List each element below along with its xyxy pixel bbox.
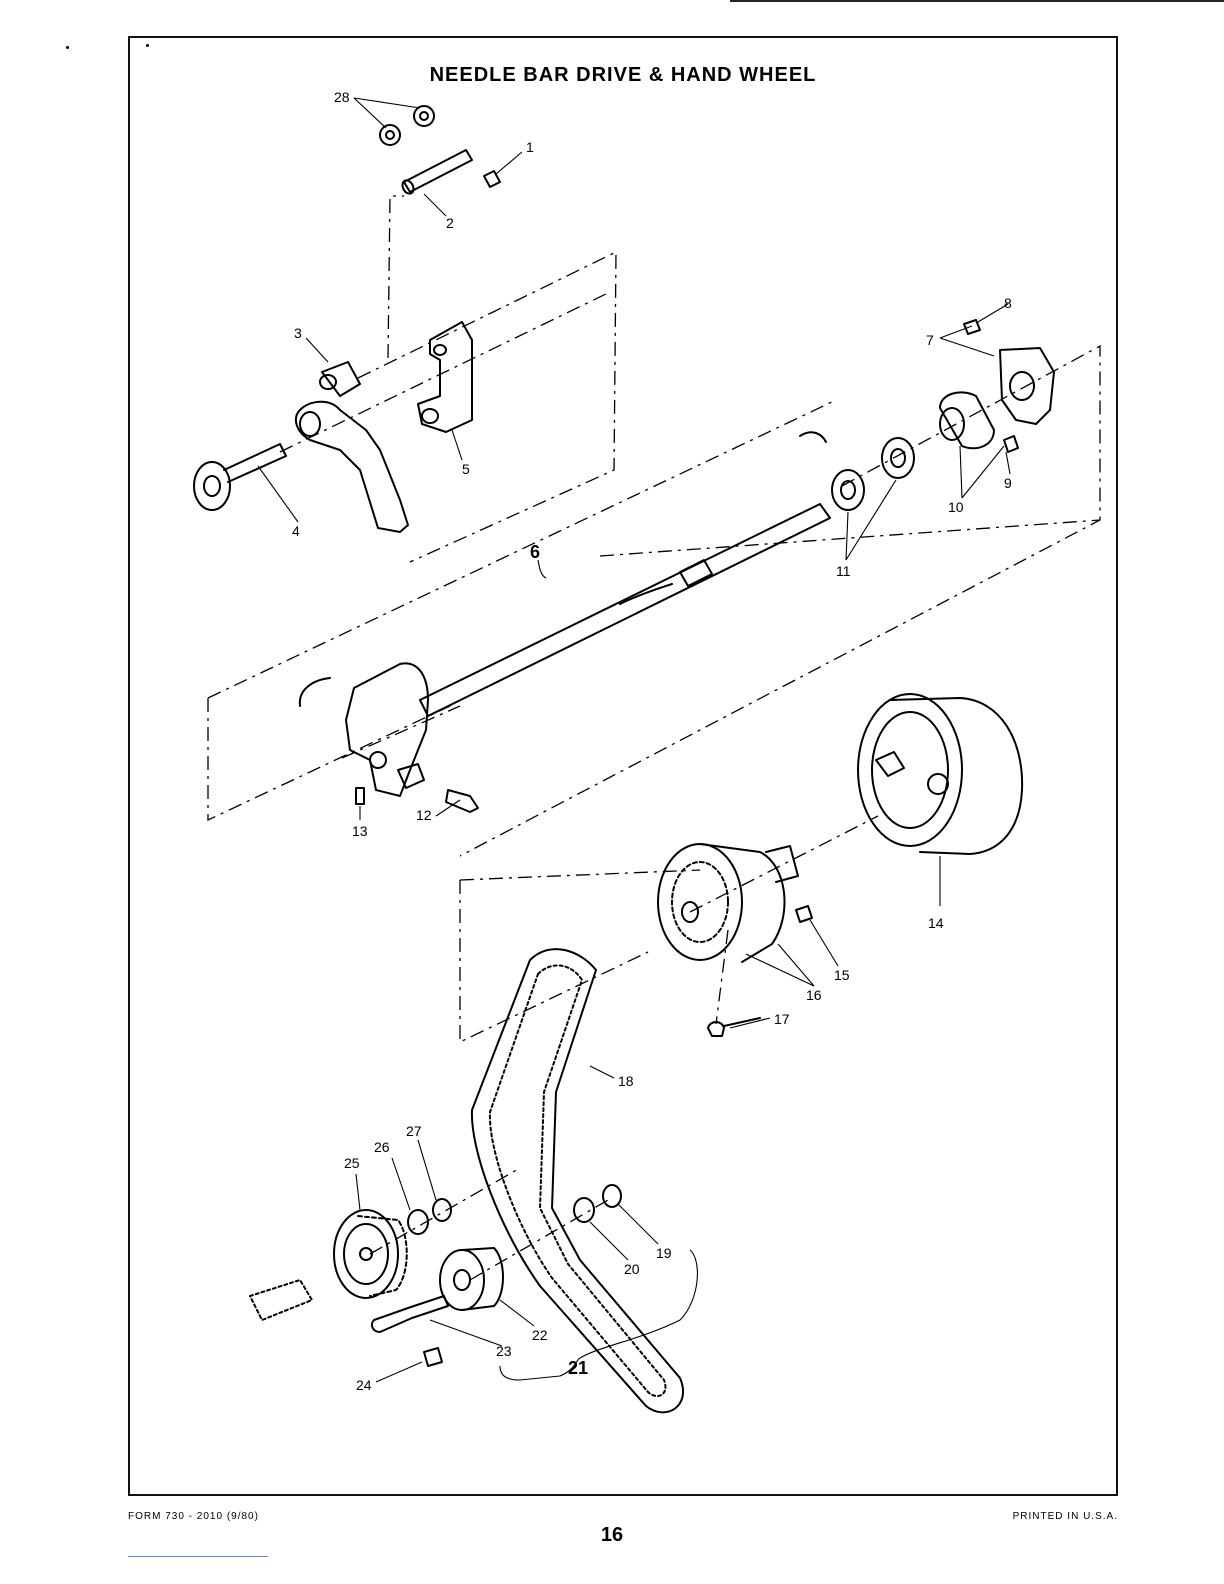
set-screw-part-24: [424, 1348, 442, 1366]
callout-26: 26: [374, 1139, 390, 1155]
callout-13: 13: [352, 823, 368, 839]
stud-part-23: [372, 1296, 448, 1332]
callout-27: 27: [406, 1123, 422, 1139]
stud-part-4: [194, 444, 286, 510]
link-underline: [128, 1556, 268, 1557]
callout-12: 12: [416, 807, 432, 823]
motor-pulley-part-25: [250, 1210, 407, 1320]
callout-4: 4: [292, 523, 300, 539]
callout-23: 23: [496, 1343, 512, 1359]
crank-arm-part-3: [296, 362, 408, 532]
callout-16: 16: [806, 987, 822, 1003]
callout-labels: 1 2 3 4 5 6 7 8 9 10 11 12 13 14 15 16 1…: [292, 89, 1012, 1393]
callout-24: 24: [356, 1377, 372, 1393]
collar-part-10: [940, 392, 1018, 452]
callout-25: 25: [344, 1155, 360, 1171]
washer-part-11: [832, 438, 914, 510]
pin-part-2: [400, 150, 472, 196]
callout-11: 11: [836, 563, 851, 579]
e-ring-part-28: [380, 106, 434, 145]
e-ring-part-27: [433, 1199, 451, 1221]
leader-lines: [258, 98, 1010, 1382]
callout-5: 5: [462, 461, 470, 477]
callout-18: 18: [618, 1073, 634, 1089]
cam-plate-part-7: [964, 320, 1054, 424]
screw-part-12: [446, 790, 478, 812]
set-screw-part-1: [484, 171, 500, 187]
callout-3: 3: [294, 325, 302, 341]
callout-20: 20: [624, 1261, 640, 1277]
printed-in: PRINTED IN U.S.A.: [1013, 1511, 1118, 1522]
callout-9: 9: [1004, 475, 1012, 491]
set-screw-part-13: [356, 788, 364, 804]
callout-6: 6: [530, 542, 540, 562]
callout-8: 8: [1004, 295, 1012, 311]
callout-19: 19: [656, 1245, 672, 1261]
callout-22: 22: [532, 1327, 548, 1343]
callout-7: 7: [926, 332, 934, 348]
callout-21: 21: [568, 1358, 588, 1378]
link-part-5: [418, 322, 472, 432]
e-ring-part-19: [603, 1185, 621, 1207]
callout-2: 2: [446, 215, 454, 231]
pulley-part-16: [658, 844, 798, 962]
hand-wheel-part-14: [858, 694, 1022, 854]
callout-28: 28: [334, 89, 350, 105]
callout-10: 10: [948, 499, 964, 515]
form-number: FORM 730 - 2010 (9/80): [128, 1511, 259, 1522]
assembly-guide-lines: [208, 196, 1100, 1280]
page-number: 16: [0, 1524, 1224, 1547]
callout-14: 14: [928, 915, 944, 931]
set-screw-part-15: [796, 906, 812, 922]
callout-15: 15: [834, 967, 850, 983]
callout-17: 17: [774, 1011, 790, 1027]
callout-1: 1: [526, 139, 534, 155]
